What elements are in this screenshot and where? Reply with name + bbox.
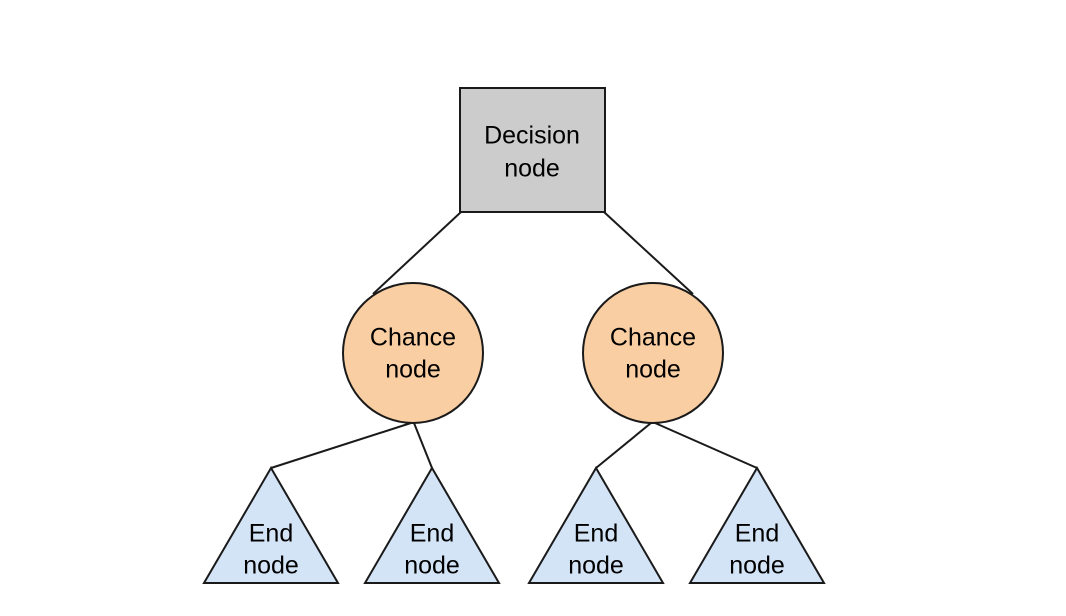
end-node-3[interactable]: End node (527, 466, 665, 584)
end-node-4-shape[interactable] (688, 466, 826, 584)
end-node-2[interactable]: End node (363, 466, 501, 584)
end-node-2-label-line2: node (404, 552, 460, 580)
edge-chance-right-to-end-4 (654, 422, 758, 469)
decision-node-shape[interactable] (459, 87, 606, 213)
end-node-3-shape[interactable] (527, 466, 665, 584)
decision-node-label-line1: Decision (484, 122, 580, 150)
chance-node-left[interactable]: Chance node (342, 282, 484, 424)
end-node-1-label-line1: End (249, 520, 293, 548)
chance-node-left-label-line1: Chance (370, 324, 456, 352)
edge-chance-right-to-end-3 (595, 422, 652, 469)
edge-decision-to-chance-left (372, 211, 462, 295)
end-node-1[interactable]: End node (202, 466, 340, 584)
end-node-1-label-line2: node (243, 552, 299, 580)
end-node-3-label-line2: node (568, 552, 624, 580)
edge-chance-left-to-end-1 (270, 422, 412, 469)
edge-chance-left-to-end-2 (413, 422, 433, 469)
chance-node-left-label-line2: node (385, 356, 441, 384)
chance-node-left-shape[interactable] (342, 282, 484, 424)
end-node-2-label-line1: End (410, 520, 454, 548)
chance-node-right-shape[interactable] (582, 282, 724, 424)
decision-node[interactable]: Decision node (459, 87, 606, 213)
end-node-4[interactable]: End node (688, 466, 826, 584)
end-node-3-label-line1: End (574, 520, 618, 548)
edge-decision-to-chance-right (603, 211, 694, 295)
end-node-4-label-line1: End (735, 520, 779, 548)
chance-node-right-label-line1: Chance (610, 324, 696, 352)
chance-node-right-label-line2: node (625, 356, 681, 384)
chance-node-right[interactable]: Chance node (582, 282, 724, 424)
end-node-1-shape[interactable] (202, 466, 340, 584)
decision-node-label-line2: node (504, 155, 560, 183)
end-node-4-label-line2: node (729, 552, 785, 580)
edge-group (270, 211, 758, 469)
end-node-2-shape[interactable] (363, 466, 501, 584)
